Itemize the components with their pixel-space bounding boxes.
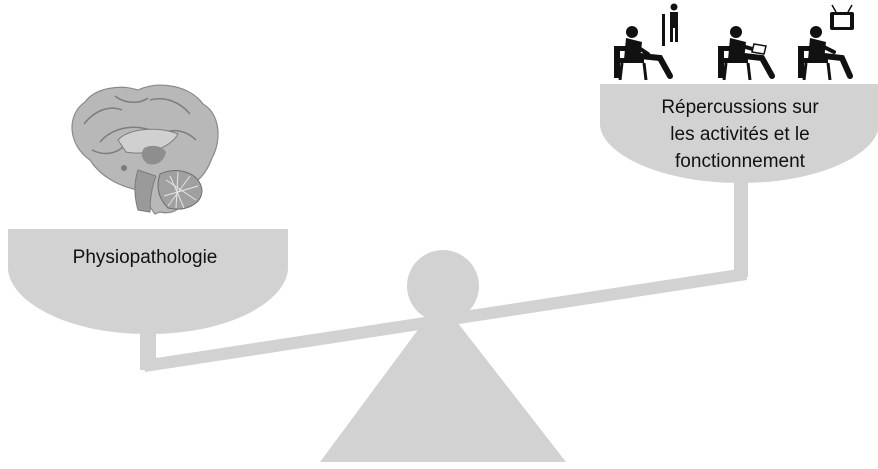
- left-pan-label: Physiopathologie: [72, 247, 218, 268]
- brain-icon: [71, 84, 219, 215]
- left-pan: [8, 229, 288, 334]
- right-pan: [600, 84, 878, 183]
- right-pan-label-line: les activités et le: [670, 124, 810, 145]
- right-pan-label: Répercussions sur les activités et le fo…: [630, 94, 850, 175]
- scale-pivot: [407, 250, 479, 322]
- scale-base: [320, 300, 566, 462]
- right-pan-label-line: Répercussions sur: [661, 97, 819, 118]
- right-pan-post: [734, 165, 748, 277]
- person-sitting-reading-icon: [718, 26, 775, 81]
- person-sitting-standing-icon: [614, 3, 678, 81]
- right-pan-label-line: fonctionnement: [675, 151, 805, 172]
- person-sitting-tv-icon: [798, 4, 854, 81]
